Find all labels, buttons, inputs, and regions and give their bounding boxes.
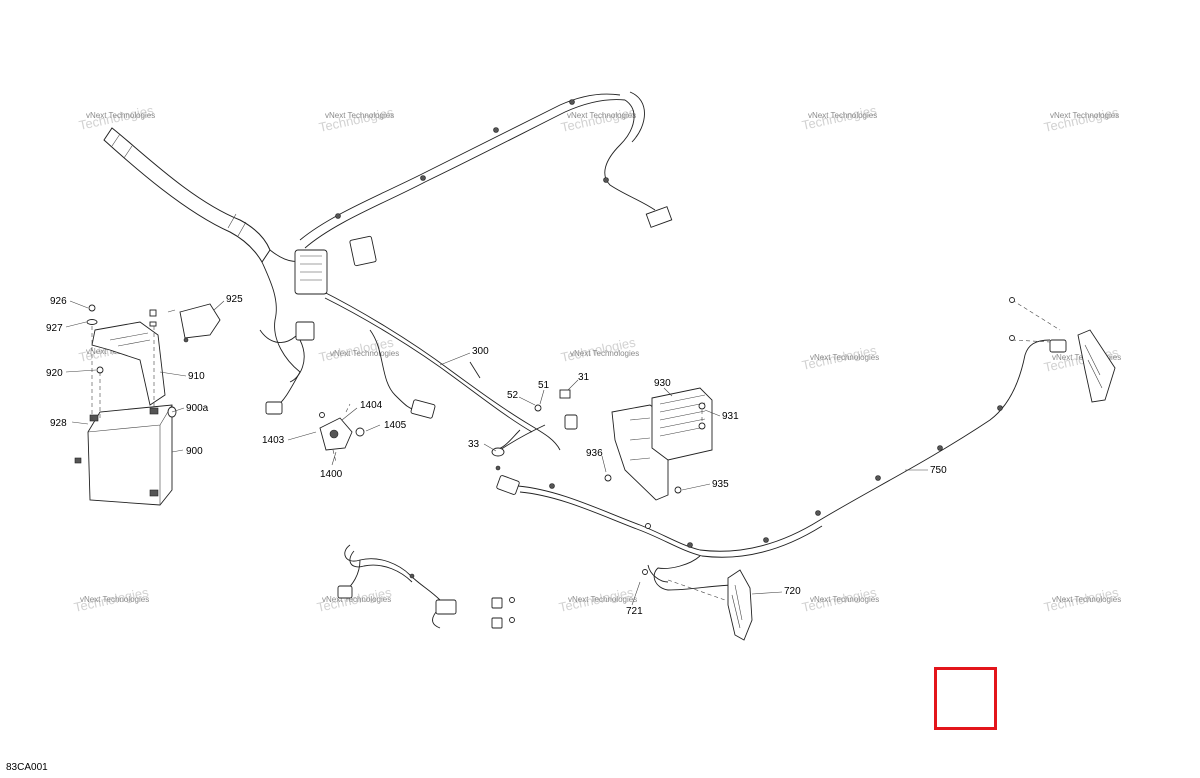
watermark-label: vNext Technologies: [808, 111, 877, 120]
watermark-label: vNext Technologies: [1050, 111, 1119, 120]
callout-720: 720: [784, 586, 801, 597]
watermark-label: vNext Technologies: [1052, 595, 1121, 604]
callout-52: 52: [507, 390, 519, 401]
callout-931: 931: [722, 411, 739, 422]
callout-721: 721: [626, 606, 643, 617]
callout-926: 926: [50, 296, 67, 307]
callout-1403: 1403: [262, 435, 285, 446]
callout-930: 930: [654, 378, 671, 389]
callout-51: 51: [538, 380, 550, 391]
watermark-label: vNext Technologies: [810, 353, 879, 362]
watermark-label: vNext Technologies: [325, 111, 394, 120]
watermark-label: vNext Technologies: [567, 111, 636, 120]
diagram-code: 83CA001: [6, 762, 48, 773]
watermarks: Technologies vNext Technologies Technolo…: [73, 102, 1122, 615]
watermark-label: vNext Technologies: [568, 595, 637, 604]
callout-33: 33: [468, 439, 480, 450]
watermark-label: vNext Technologies: [80, 595, 149, 604]
watermark-label: vNext Technologies: [322, 595, 391, 604]
highlight-box[interactable]: [934, 667, 997, 730]
callout-labels: 926 927 920 928 925 910 900a 900 300 52 …: [46, 294, 947, 617]
watermark-label: vNext Technologies: [330, 349, 399, 358]
callout-925: 925: [226, 294, 243, 305]
callout-900: 900: [186, 446, 203, 457]
lower-harness[interactable]: [337, 544, 515, 629]
callout-900a: 900a: [186, 403, 209, 414]
callout-927: 927: [46, 323, 63, 334]
callout-1405: 1405: [384, 420, 407, 431]
callout-910: 910: [188, 371, 205, 382]
control-module-930[interactable]: [604, 387, 713, 501]
module-1400[interactable]: [319, 403, 365, 463]
ground-cable[interactable]: [491, 389, 578, 471]
battery-assembly[interactable]: [74, 303, 221, 506]
main-harness[interactable]: [103, 91, 673, 451]
watermark-label: vNext Technologies: [86, 111, 155, 120]
watermark-label: vNext Technologies: [810, 595, 879, 604]
callout-928: 928: [50, 418, 67, 429]
callout-1400: 1400: [320, 469, 343, 480]
light-harness-750[interactable]: [496, 297, 1116, 641]
callout-936: 936: [586, 448, 603, 459]
callout-1404: 1404: [360, 400, 383, 411]
leader-lines: [65, 300, 928, 606]
callout-31: 31: [578, 372, 590, 383]
watermark-label: vNext Technologies: [570, 349, 639, 358]
callout-300: 300: [472, 346, 489, 357]
callout-750: 750: [930, 465, 947, 476]
callout-935: 935: [712, 479, 729, 490]
callout-920: 920: [46, 368, 63, 379]
